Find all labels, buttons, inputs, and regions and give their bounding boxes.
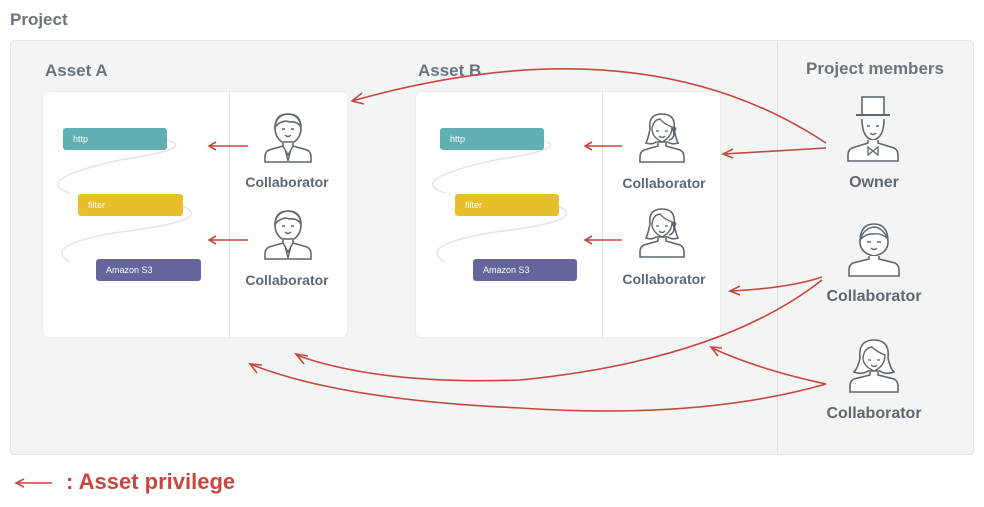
project-title: Project bbox=[10, 10, 68, 29]
woman-headset-icon bbox=[639, 208, 685, 258]
woman-icon bbox=[849, 339, 899, 393]
pill-http: http bbox=[63, 128, 167, 150]
woman-headset-icon bbox=[639, 113, 685, 163]
man-icon bbox=[264, 113, 312, 163]
asset-a-title: Asset A bbox=[45, 61, 108, 80]
project-members-title: Project members bbox=[806, 59, 944, 78]
pill-filter: filter bbox=[78, 194, 183, 216]
privilege-arrows-members bbox=[248, 68, 827, 412]
owner-label: Owner bbox=[849, 174, 899, 191]
legend-arrow-icon bbox=[14, 478, 52, 488]
man-icon bbox=[264, 210, 312, 260]
legend-text: : Asset privilege bbox=[66, 469, 236, 494]
member-collaborator-label: Collaborator bbox=[826, 288, 922, 305]
member-collaborator-label: Collaborator bbox=[826, 405, 922, 422]
flow-line-b bbox=[432, 138, 568, 263]
asset-a-divider bbox=[229, 92, 230, 337]
pill-filter: filter bbox=[455, 194, 559, 216]
pill-amazon-s3: Amazon S3 bbox=[96, 259, 201, 281]
collaborator-label: Collaborator bbox=[245, 272, 329, 288]
asset-b-divider bbox=[602, 92, 603, 337]
privilege-arrows-internal bbox=[207, 141, 622, 245]
project-members-column bbox=[777, 41, 974, 453]
asset-b-title: Asset B bbox=[418, 61, 482, 80]
collaborator-label: Collaborator bbox=[245, 174, 329, 190]
collaborator-label: Collaborator bbox=[622, 271, 706, 287]
pill-amazon-s3: Amazon S3 bbox=[473, 259, 577, 281]
collaborator-label: Collaborator bbox=[622, 175, 706, 191]
man-icon bbox=[848, 223, 900, 277]
pill-http: http bbox=[440, 128, 544, 150]
top-hat-man-icon bbox=[847, 96, 899, 162]
flow-line-a bbox=[57, 138, 193, 263]
